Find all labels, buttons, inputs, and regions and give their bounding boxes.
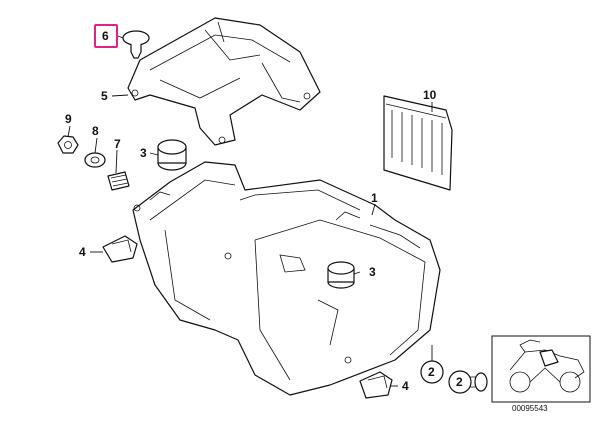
leader-lines: [67, 35, 433, 387]
callout-10: 10: [423, 88, 437, 102]
washer: [84, 152, 106, 168]
callout-3-lower: 3: [369, 265, 376, 279]
inset-panel: 00095543: [491, 335, 591, 413]
highlight-box: [94, 24, 118, 48]
inset-label-2: 2: [456, 375, 463, 389]
callout-9: 9: [65, 112, 72, 126]
motorcycle-icon: [509, 339, 585, 393]
holder-bracket: [127, 17, 321, 146]
insert-mat: [383, 95, 453, 191]
bracket-clip-lower: [359, 371, 393, 399]
callout-1: 1: [371, 191, 378, 205]
callout-7: 7: [114, 137, 121, 151]
callout-2: 2: [428, 365, 435, 379]
callout-labels: 6 5 10 9 8 7 3 1 4 3 2 4: [65, 29, 437, 393]
callout-8: 8: [92, 124, 99, 138]
callout-4-lower: 4: [402, 379, 409, 393]
hex-nut: [57, 135, 79, 154]
callout-5: 5: [101, 89, 108, 103]
bracket-clip-upper: [102, 235, 138, 263]
inset-part-2: 2: [448, 370, 488, 394]
battery-tray: [132, 161, 441, 396]
callout-4-upper: 4: [79, 245, 86, 259]
rubber-buffer-lower: [327, 261, 355, 289]
callout-3-upper: 3: [140, 146, 147, 160]
inset-code: 00095543: [512, 404, 548, 413]
rubber-buffer-upper: [157, 139, 187, 171]
threaded-sleeve: [107, 171, 130, 191]
push-clip: [122, 30, 150, 59]
callout-6: 6: [102, 29, 109, 43]
